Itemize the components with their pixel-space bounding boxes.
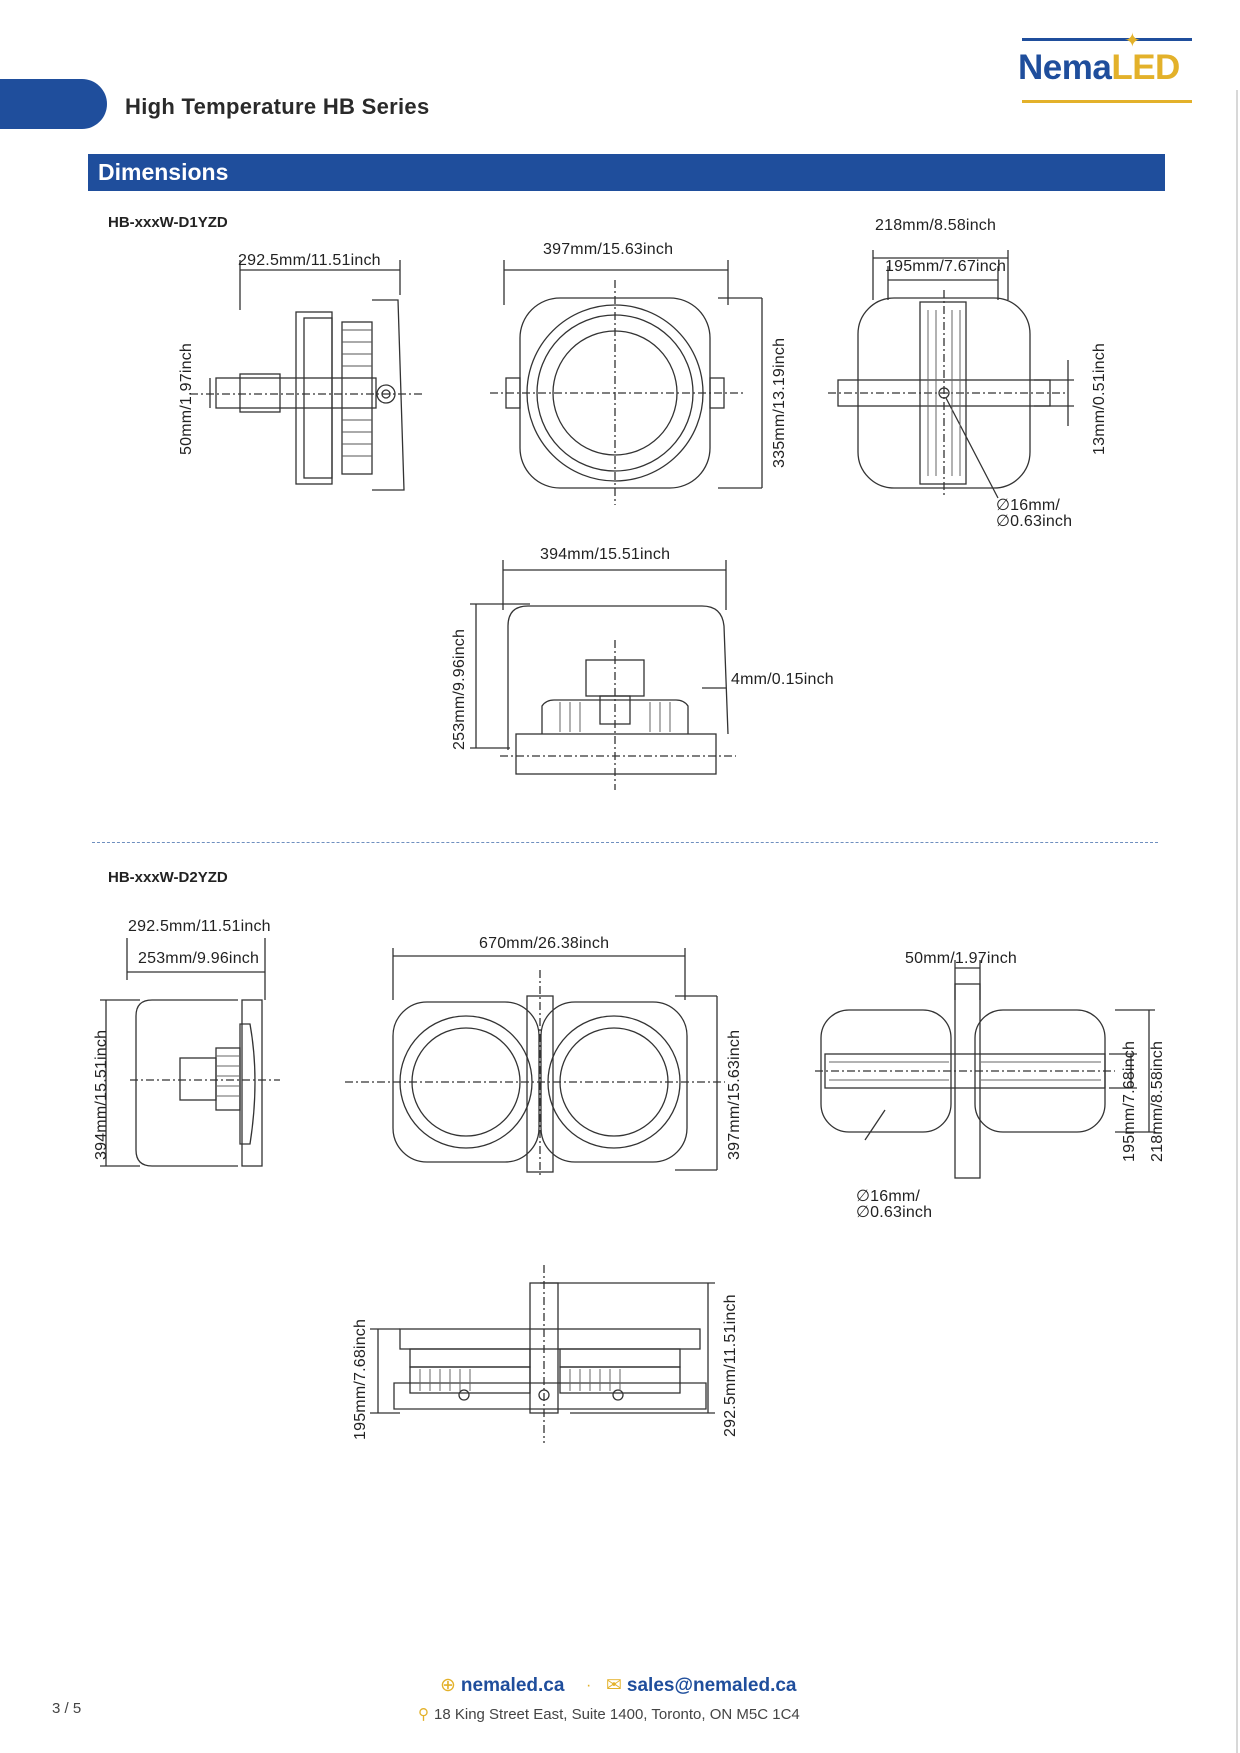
m2-hole-inch-label: ∅0.63inch bbox=[856, 1204, 933, 1221]
model2-back-view-drawing bbox=[815, 960, 1155, 1179]
footer-address: ⚲ 18 King Street East, Suite 1400, Toront… bbox=[418, 1705, 800, 1723]
logo-led: LED bbox=[1111, 48, 1180, 87]
m1-hole-inch-label: ∅0.63inch bbox=[996, 513, 1073, 530]
model1-name: HB-xxxW-D1YZD bbox=[108, 214, 228, 231]
m2-hole-mm-label: ∅16mm/ bbox=[856, 1188, 921, 1205]
footer-separator: · bbox=[586, 1677, 592, 1694]
m2-bottom-height-label: 195mm/7.68inch bbox=[352, 1318, 369, 1440]
section-header: Dimensions bbox=[88, 154, 1165, 191]
m1-back-thickness-label: 13mm/0.51inch bbox=[1091, 343, 1108, 455]
model2-side-view-drawing bbox=[100, 938, 280, 1167]
section-divider bbox=[92, 842, 1158, 843]
envelope-icon: ✉ bbox=[606, 1675, 622, 1696]
model2-front-view-drawing bbox=[345, 948, 725, 1176]
nemaled-logo: ✦ NemaLED bbox=[1018, 28, 1194, 108]
m1-front-width-label: 397mm/15.63inch bbox=[543, 241, 674, 258]
model1-front-view-drawing bbox=[490, 260, 763, 505]
model2-name: HB-xxxW-D2YZD bbox=[108, 869, 228, 886]
m1-side-depth-label: 292.5mm/11.51inch bbox=[238, 252, 381, 269]
m2-front-width-label: 670mm/26.38inch bbox=[479, 935, 610, 952]
m1-bracket-height-label: 253mm/9.96inch bbox=[451, 628, 468, 750]
m2-back-outer-label: 218mm/8.58inch bbox=[1149, 1040, 1166, 1162]
model1-back-view-drawing bbox=[828, 250, 1074, 499]
footer-email-text: sales@nemaled.ca bbox=[626, 1675, 797, 1696]
logo-top-bar bbox=[1022, 38, 1192, 41]
m2-side-inner-label: 253mm/9.96inch bbox=[138, 950, 260, 967]
model2-bottom-view-drawing bbox=[370, 1265, 715, 1443]
m2-back-bracket-label: 50mm/1.97inch bbox=[905, 950, 1017, 967]
footer-website[interactable]: ⊕nemaled.ca bbox=[440, 1674, 564, 1697]
footer-website-text: nemaled.ca bbox=[460, 1675, 565, 1696]
model1-bracket-view-drawing bbox=[470, 560, 736, 790]
page-number: 3 / 5 bbox=[52, 1700, 82, 1717]
logo-bottom-bar bbox=[1022, 100, 1192, 103]
m1-bracket-width-label: 394mm/15.51inch bbox=[540, 546, 671, 563]
section-title: Dimensions bbox=[98, 159, 229, 185]
logo-nema: Nema bbox=[1018, 48, 1112, 87]
m1-back-inner-label: 195mm/7.67inch bbox=[885, 258, 1007, 275]
maple-leaf-icon: ✦ bbox=[1124, 30, 1141, 52]
model1-side-view-drawing bbox=[190, 260, 425, 491]
m1-side-bracket-label: 50mm/1.97inch bbox=[178, 343, 195, 455]
m1-bracket-thickness-label: 4mm/0.15inch bbox=[731, 671, 834, 688]
m1-hole-mm-label: ∅16mm/ bbox=[996, 497, 1061, 514]
m2-front-height-label: 397mm/15.63inch bbox=[726, 1029, 743, 1160]
m1-back-outer-label: 218mm/8.58inch bbox=[875, 217, 997, 234]
m2-back-inner-label: 195mm/7.68inch bbox=[1121, 1040, 1138, 1162]
logo-text: NemaLED bbox=[1018, 48, 1180, 88]
page-edge-line bbox=[1236, 90, 1238, 1753]
m2-side-height-label: 394mm/15.51inch bbox=[93, 1029, 110, 1160]
series-title: High Temperature HB Series bbox=[125, 94, 430, 119]
map-pin-icon: ⚲ bbox=[418, 1706, 429, 1723]
m1-front-height-label: 335mm/13.19inch bbox=[771, 337, 788, 468]
globe-icon: ⊕ bbox=[440, 1675, 456, 1696]
footer-address-text: 18 King Street East, Suite 1400, Toronto… bbox=[434, 1706, 800, 1723]
footer-email[interactable]: ✉sales@nemaled.ca bbox=[606, 1674, 797, 1697]
header-tab-decoration bbox=[0, 79, 107, 129]
m2-bottom-depth-label: 292.5mm/11.51inch bbox=[722, 1294, 739, 1437]
m2-side-depth-label: 292.5mm/11.51inch bbox=[128, 918, 271, 935]
